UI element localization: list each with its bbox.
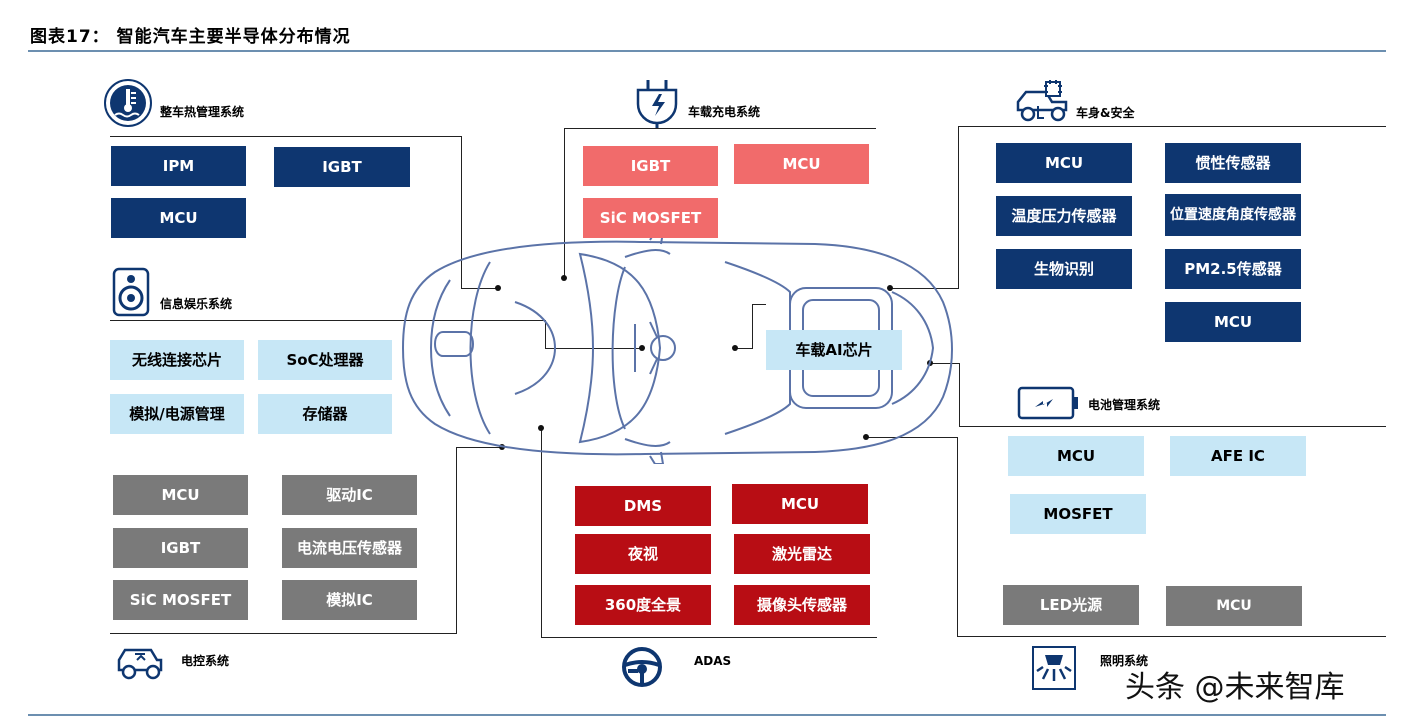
thermal-chip-box: MCU (111, 198, 246, 238)
thermal-chip-box: IGBT (274, 147, 410, 187)
lighting-connector (957, 636, 1386, 637)
charging-connector-dot (561, 275, 567, 281)
infotainment-chip-box: 存储器 (258, 394, 392, 434)
ai-chip-connector (752, 304, 766, 305)
battery-icon (1017, 386, 1078, 420)
lighting-chip-box: MCU (1166, 586, 1302, 626)
battery-chip-box: MCU (1008, 436, 1144, 476)
thermometer-water-icon (104, 79, 152, 127)
motor-control-chip-box: SiC MOSFET (113, 580, 248, 620)
watermark: 头条 @未来智库 (1125, 670, 1345, 705)
body-safety-connector (958, 126, 1386, 127)
body-safety-connector-dot (887, 285, 893, 291)
lighting-connector (866, 437, 958, 438)
infotainment-chip-box: 无线连接芯片 (110, 340, 244, 380)
adas-chip-box: DMS (575, 486, 711, 526)
charging-connector (564, 128, 565, 278)
lighting-connector-dot (863, 434, 869, 440)
body-safety-connector (958, 126, 959, 288)
motor-connector (456, 447, 502, 448)
motor-control-chip-box: 驱动IC (282, 475, 417, 515)
thermal-connector (461, 136, 462, 289)
body-safety-chip-box: 惯性传感器 (1165, 143, 1301, 183)
ai-chip-connector (736, 348, 753, 349)
lighting-label: 照明系统 (1100, 654, 1149, 668)
motor-control-label: 电控系统 (181, 654, 230, 668)
motor-control-chip-box: 电流电压传感器 (282, 528, 417, 568)
motor-connector (110, 633, 457, 634)
thermal-system-label: 整车热管理系统 (160, 105, 245, 119)
adas-chip-box: MCU (732, 484, 868, 524)
steering-wheel-icon (622, 647, 662, 687)
lamp-icon (1032, 646, 1076, 690)
body-safety-chip-box: PM2.5传感器 (1165, 249, 1301, 289)
adas-connector-dot (538, 425, 544, 431)
infotainment-connector (545, 320, 546, 349)
adas-chip-box: 摄像头传感器 (734, 585, 870, 625)
battery-chip-box: AFE IC (1170, 436, 1306, 476)
infotainment-connector-dot (639, 345, 645, 351)
infotainment-label: 信息娱乐系统 (160, 297, 233, 311)
body-safety-label: 车身&安全 (1076, 106, 1135, 120)
adas-label: ADAS (694, 654, 732, 668)
ai-chip-connector-dot (732, 345, 738, 351)
charging-chip-box: MCU (734, 144, 869, 184)
infotainment-chip-box: SoC处理器 (258, 340, 392, 380)
charging-chip-box: IGBT (583, 146, 718, 186)
thermal-connector (110, 136, 462, 137)
body-safety-chip-box: 温度压力传感器 (996, 196, 1132, 236)
charging-chip-box: SiC MOSFET (583, 198, 718, 238)
charging-plug-icon (636, 80, 678, 128)
infotainment-chip-box: 模拟/电源管理 (110, 394, 244, 434)
body-safety-chip-box: 生物识别 (996, 249, 1132, 289)
motor-control-chip-box: MCU (113, 475, 248, 515)
ai-chip-box: 车载AI芯片 (766, 330, 902, 370)
adas-chip-box: 360度全景 (575, 585, 711, 625)
lighting-chip-box: LED光源 (1003, 585, 1139, 625)
battery-connector (959, 363, 960, 427)
body-safety-chip-box: MCU (1165, 302, 1301, 342)
body-safety-connector (892, 288, 959, 289)
adas-chip-box: 激光雷达 (734, 534, 870, 574)
lighting-connector (957, 437, 958, 637)
infotainment-connector (110, 320, 546, 321)
ai-chip-connector (752, 304, 753, 349)
adas-connector (541, 428, 542, 638)
adas-chip-box: 夜视 (575, 534, 711, 574)
motor-control-chip-box: 模拟IC (282, 580, 417, 620)
body-safety-chip-box: 位置速度角度传感器 (1165, 194, 1301, 236)
thermal-chip-box: IPM (111, 146, 246, 186)
motor-connector (456, 447, 457, 634)
charging-system-label: 车载充电系统 (688, 105, 761, 119)
body-safety-chip-box: MCU (996, 143, 1132, 183)
battery-chip-box: MOSFET (1010, 494, 1146, 534)
battery-management-label: 电池管理系统 (1088, 398, 1161, 412)
speaker-icon (112, 267, 150, 317)
charging-connector (564, 128, 876, 129)
top-divider (28, 50, 1386, 52)
battery-connector (959, 426, 1386, 427)
adas-connector (541, 637, 877, 638)
figure-title: 图表17： 智能汽车主要半导体分布情况 (30, 27, 351, 47)
car-safety-icon (1016, 80, 1068, 122)
motor-control-chip-box: IGBT (113, 528, 248, 568)
thermal-connector-dot (495, 285, 501, 291)
motor-car-icon (117, 648, 163, 680)
battery-connector (930, 363, 960, 364)
bottom-divider (28, 714, 1386, 716)
